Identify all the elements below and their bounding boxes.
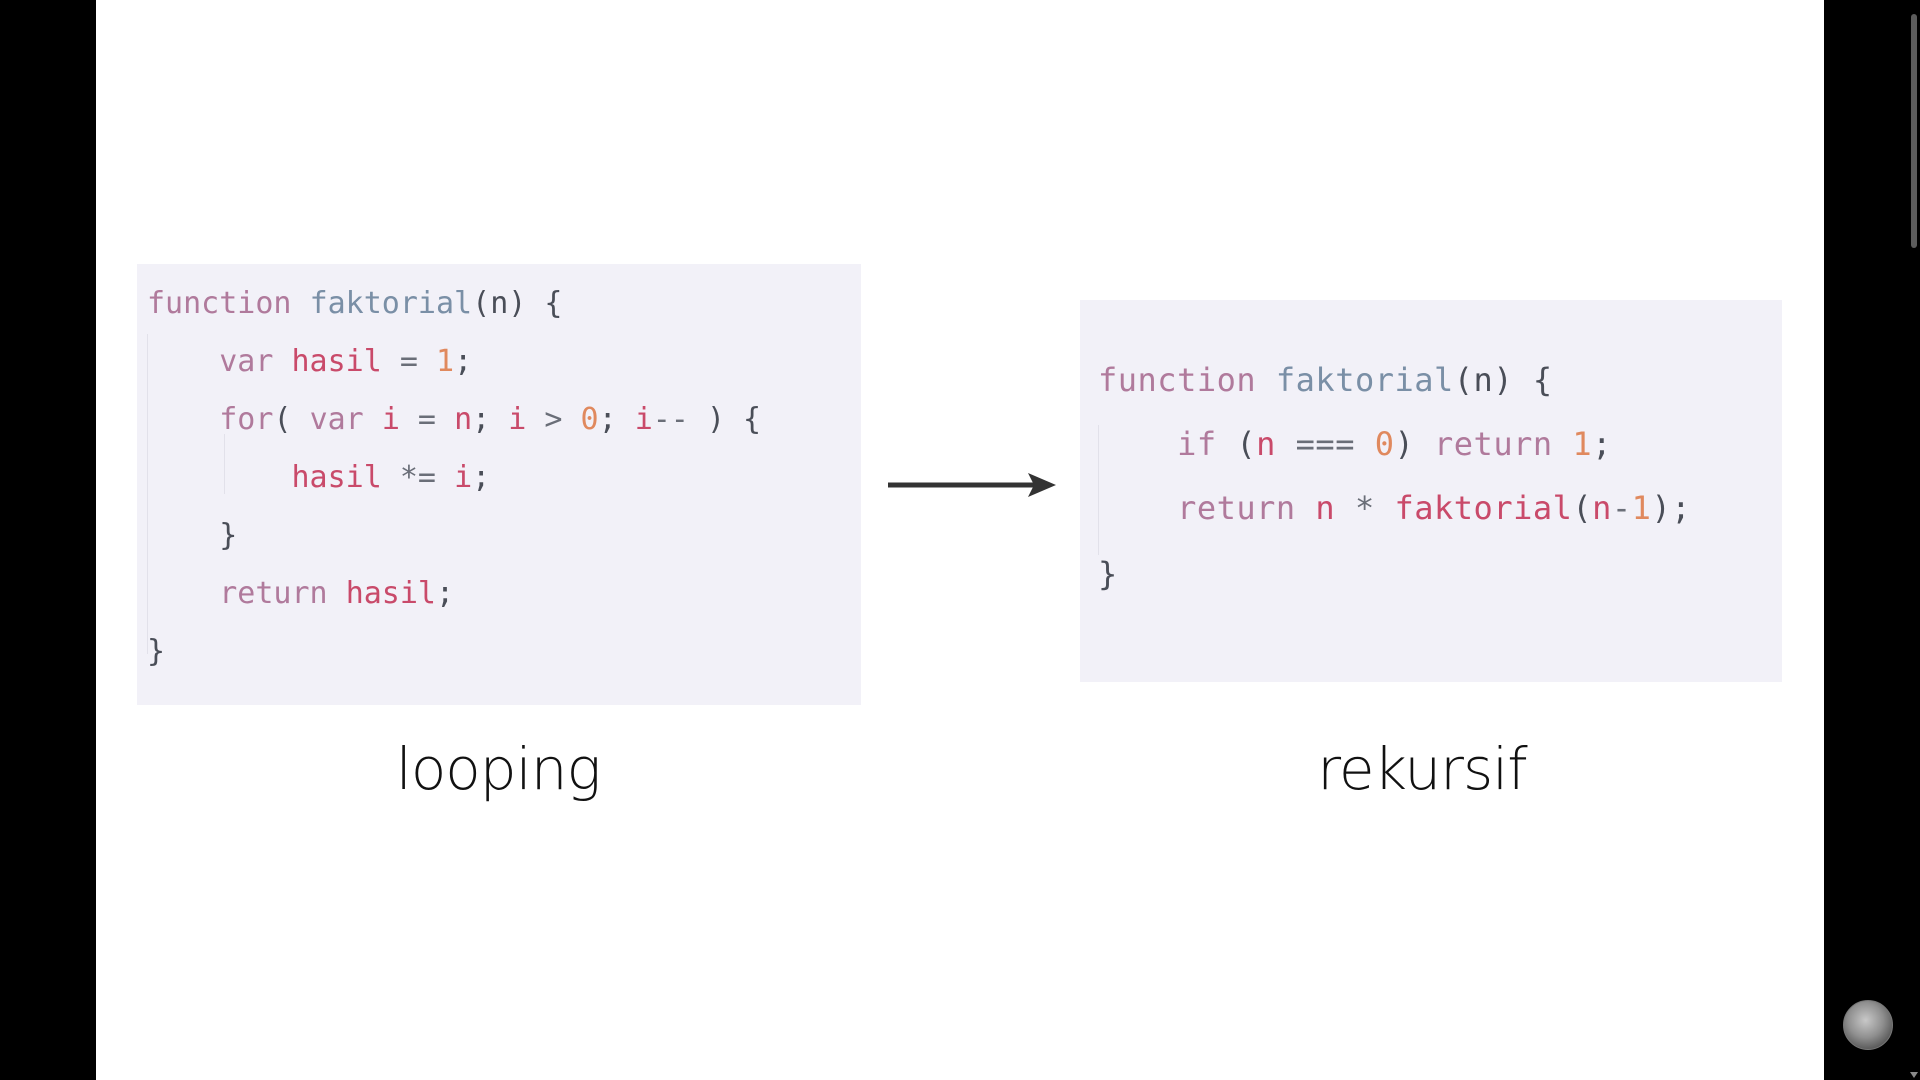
code-token: === — [1275, 425, 1375, 463]
code-line: } — [147, 518, 237, 554]
code-token: i — [508, 402, 527, 437]
code-token — [292, 286, 310, 321]
code-token — [328, 576, 346, 611]
code-token: var — [219, 344, 274, 379]
code-line: var hasil = 1; — [147, 344, 472, 380]
code-token: } — [147, 634, 166, 669]
code-token: ( — [1572, 489, 1593, 527]
code-token: if — [1177, 425, 1217, 463]
code-token — [1296, 489, 1316, 527]
code-token: ; — [454, 344, 473, 379]
code-token: 1 — [1631, 489, 1652, 527]
code-token: ( — [472, 286, 491, 321]
code-token: 0 — [580, 402, 599, 437]
arrow-right-icon — [888, 473, 1056, 497]
code-token: ( — [1453, 361, 1474, 399]
indent-guide — [147, 334, 148, 654]
indent-guide — [1098, 425, 1099, 555]
code-token: return — [1177, 489, 1296, 527]
code-token: ; — [598, 402, 635, 437]
code-token — [364, 402, 382, 437]
code-token: function — [1098, 361, 1257, 399]
code-token: n — [1256, 425, 1276, 463]
code-token: ) { — [508, 286, 563, 321]
code-token: ) — [1394, 425, 1435, 463]
code-token: n — [490, 286, 509, 321]
code-token: function — [147, 286, 292, 321]
code-token: -- — [652, 402, 707, 437]
code-token: ; — [1592, 425, 1612, 463]
code-line: return n * faktorial(n-1); — [1098, 490, 1691, 526]
code-token: return — [219, 576, 328, 611]
code-token: ( — [1216, 425, 1257, 463]
presentation-slide: function faktorial(n) { var hasil = 1; f… — [96, 0, 1824, 1080]
indent-guide — [224, 434, 225, 494]
code-line: hasil *= i; — [147, 460, 491, 496]
code-token: n — [1315, 489, 1336, 527]
vertical-scrollbar[interactable] — [1908, 0, 1920, 1080]
code-token: faktorial — [1275, 361, 1454, 399]
code-token: > — [526, 402, 581, 437]
code-token: 1 — [436, 344, 455, 379]
code-line: if (n === 0) return 1; — [1098, 426, 1612, 462]
rekursif-caption: rekursif — [1317, 735, 1527, 803]
rekursif-code-block: function faktorial(n) { if (n === 0) ret… — [1080, 300, 1782, 682]
code-token — [147, 460, 292, 495]
code-token: ; — [472, 460, 491, 495]
code-token — [1553, 425, 1573, 463]
code-line: function faktorial(n) { — [1098, 362, 1553, 398]
looping-code-block: function faktorial(n) { var hasil = 1; f… — [137, 264, 861, 705]
scrollbar-thumb[interactable] — [1911, 14, 1917, 248]
code-token: n — [454, 402, 473, 437]
code-token: i — [454, 460, 473, 495]
code-token: } — [219, 518, 238, 553]
code-token: * — [1335, 489, 1395, 527]
code-token: ); — [1651, 489, 1691, 527]
scroll-down-arrow-icon[interactable] — [1910, 1072, 1918, 1078]
code-token — [273, 344, 291, 379]
code-token — [147, 518, 219, 553]
code-token: faktorial — [309, 286, 473, 321]
code-line: function faktorial(n) { — [147, 286, 562, 322]
code-token: ; — [472, 402, 509, 437]
code-line: } — [147, 634, 165, 670]
code-token: n — [1473, 361, 1494, 399]
code-token: *= — [381, 460, 455, 495]
code-token: = — [399, 402, 455, 437]
code-token: ( — [273, 402, 310, 437]
code-token: 0 — [1374, 425, 1395, 463]
code-line: } — [1098, 556, 1118, 592]
code-token: hasil — [345, 576, 436, 611]
code-token: ) { — [1493, 361, 1553, 399]
looping-caption: looping — [395, 735, 602, 803]
code-token: i — [381, 402, 400, 437]
code-line: for( var i = n; i > 0; i-- ) { — [147, 402, 761, 438]
code-token — [1098, 425, 1177, 463]
code-token — [1098, 489, 1177, 527]
channel-avatar-icon[interactable] — [1843, 1000, 1893, 1050]
code-token: n — [1592, 489, 1612, 527]
code-token: - — [1611, 489, 1632, 527]
code-token: hasil — [291, 344, 382, 379]
code-line: return hasil; — [147, 576, 454, 612]
code-token: = — [381, 344, 436, 379]
code-token: for — [219, 402, 274, 437]
code-token: return — [1434, 425, 1553, 463]
code-token — [147, 576, 219, 611]
code-token — [1256, 361, 1276, 399]
code-token: ) { — [706, 402, 762, 437]
code-token: i — [634, 402, 653, 437]
code-token — [147, 402, 219, 437]
code-token: var — [309, 402, 364, 437]
code-token: hasil — [291, 460, 382, 495]
code-token: faktorial — [1394, 489, 1573, 527]
code-token: ; — [436, 576, 455, 611]
code-token — [147, 344, 219, 379]
code-token: 1 — [1572, 425, 1593, 463]
code-token: } — [1098, 555, 1118, 593]
